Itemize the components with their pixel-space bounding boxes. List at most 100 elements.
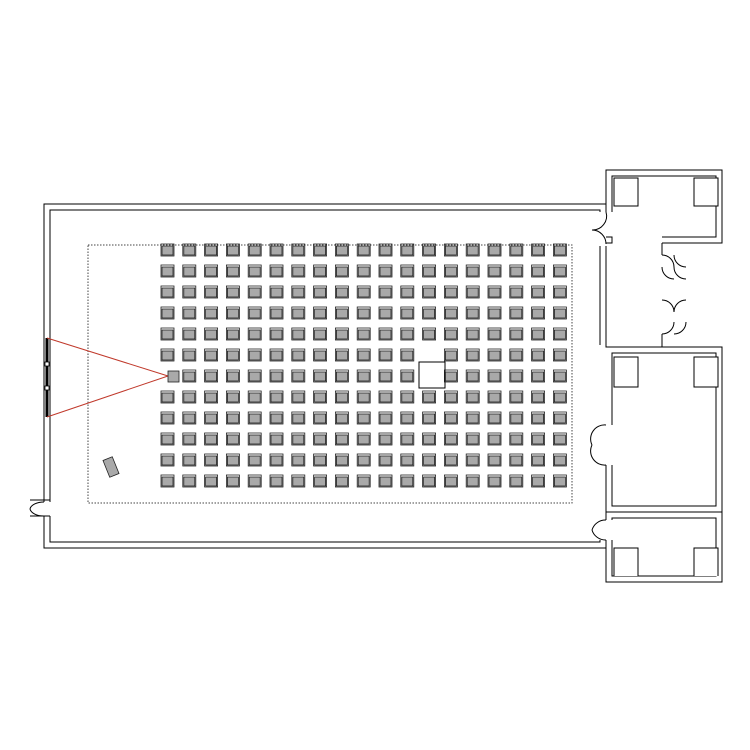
seat-icon <box>422 285 437 299</box>
seat-icon <box>378 390 393 404</box>
seat-grid <box>160 243 567 488</box>
seat-icon <box>531 348 545 362</box>
seat-icon <box>225 285 240 299</box>
projector-icon <box>167 370 180 383</box>
seat-icon <box>487 369 502 383</box>
room-fixture <box>613 547 639 576</box>
room-fixture <box>693 356 719 388</box>
seat-icon <box>247 264 262 278</box>
seat-icon <box>487 306 502 320</box>
bottom-right-room <box>605 512 723 583</box>
seat-icon <box>225 411 240 425</box>
seat-icon <box>400 327 415 341</box>
seat-icon <box>313 243 328 257</box>
seat-icon <box>422 411 437 425</box>
middle-right-room <box>605 345 723 513</box>
seat-icon <box>225 453 240 467</box>
seat-icon <box>160 453 175 467</box>
seat-icon <box>247 453 262 467</box>
door-swing-icon[interactable] <box>661 243 675 347</box>
seat-icon <box>356 369 371 383</box>
seat-icon <box>291 327 306 341</box>
seat-icon <box>531 390 545 404</box>
seat-icon <box>334 264 349 278</box>
seat-icon <box>509 327 524 341</box>
seat-icon <box>247 285 262 299</box>
seat-icon <box>247 306 262 320</box>
seat-icon <box>182 264 197 278</box>
seat-icon <box>487 243 502 257</box>
seat-icon <box>356 243 371 257</box>
door-swing-icon[interactable] <box>29 499 50 517</box>
seat-icon <box>487 390 502 404</box>
seat-icon <box>225 264 240 278</box>
seat-icon <box>487 432 502 446</box>
seat-icon <box>465 306 480 320</box>
seat-icon <box>204 306 219 320</box>
seat-icon <box>509 390 524 404</box>
seat-icon <box>247 432 262 446</box>
seat-icon <box>553 285 567 299</box>
seat-icon <box>313 285 328 299</box>
seat-icon <box>509 369 524 383</box>
seat-icon <box>487 327 502 341</box>
screen-icon <box>44 338 50 417</box>
seat-icon <box>553 243 567 257</box>
seat-icon <box>356 390 371 404</box>
seat-icon <box>334 453 349 467</box>
door-swing-icon[interactable] <box>673 254 687 335</box>
seat-icon <box>487 348 502 362</box>
seat-icon <box>291 243 306 257</box>
door-swing-icon[interactable] <box>591 211 608 245</box>
seat-icon <box>247 369 262 383</box>
seat-icon <box>247 411 262 425</box>
seat-icon <box>313 306 328 320</box>
seat-icon <box>334 327 349 341</box>
seat-icon <box>291 369 306 383</box>
seat-icon <box>443 348 458 362</box>
seat-icon <box>334 243 349 257</box>
seat-icon <box>334 432 349 446</box>
seat-icon <box>247 390 262 404</box>
seat-icon <box>356 285 371 299</box>
seat-icon <box>443 390 458 404</box>
seating-area-boundary <box>87 244 573 504</box>
seat-icon <box>531 285 545 299</box>
seat-icon <box>465 327 480 341</box>
seat-icon <box>531 474 545 488</box>
seat-icon <box>356 348 371 362</box>
seat-icon <box>182 411 197 425</box>
seat-icon <box>204 369 219 383</box>
seat-icon <box>291 474 306 488</box>
door-swing-icon[interactable] <box>591 519 607 541</box>
door-swing-icon[interactable] <box>590 424 607 466</box>
seat-icon <box>487 453 502 467</box>
seat-icon <box>465 474 480 488</box>
seat-icon <box>553 327 567 341</box>
seat-icon <box>531 264 545 278</box>
seat-icon <box>422 453 437 467</box>
seat-icon <box>334 474 349 488</box>
seat-icon <box>465 432 480 446</box>
seat-icon <box>509 453 524 467</box>
seat-icon <box>269 348 284 362</box>
seat-icon <box>269 474 284 488</box>
seat-icon <box>160 474 175 488</box>
seat-icon <box>422 432 437 446</box>
seat-icon <box>531 306 545 320</box>
seat-icon <box>509 306 524 320</box>
seat-icon <box>334 348 349 362</box>
seat-icon <box>225 474 240 488</box>
seat-icon <box>313 432 328 446</box>
top-right-room <box>605 169 723 244</box>
seat-icon <box>400 243 415 257</box>
seat-icon <box>509 285 524 299</box>
seat-icon <box>313 264 328 278</box>
projection-beam-icon <box>46 337 169 418</box>
seat-icon <box>334 411 349 425</box>
seat-icon <box>465 285 480 299</box>
seat-icon <box>378 432 393 446</box>
seat-icon <box>204 348 219 362</box>
seat-icon <box>182 243 197 257</box>
